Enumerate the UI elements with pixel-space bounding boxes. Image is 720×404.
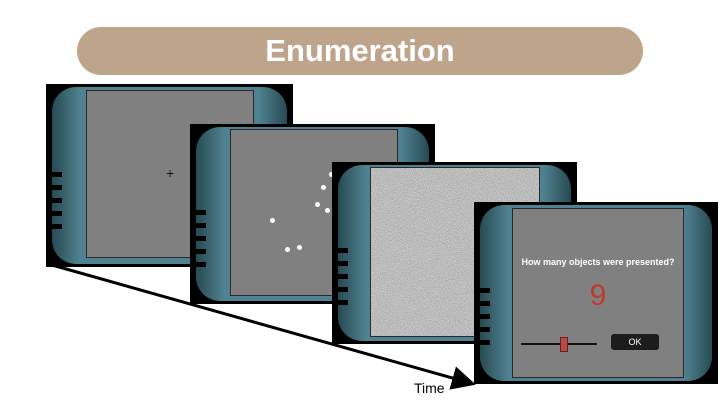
page-title: Enumeration: [265, 33, 455, 68]
stimulus-dot: [297, 245, 302, 250]
device-frame-response: How many objects were presented? 9 OK: [474, 202, 718, 384]
response-answer: 9: [589, 279, 607, 312]
response-slider-thumb[interactable]: [560, 337, 568, 352]
stimulus-dot: [315, 202, 320, 207]
response-slider-track[interactable]: [521, 343, 597, 345]
ok-button[interactable]: OK: [611, 334, 659, 350]
stimulus-dot: [321, 185, 326, 190]
fixation-cross: +: [166, 165, 175, 181]
response-question: How many objects were presented?: [521, 257, 675, 267]
title-banner: Enumeration: [77, 27, 643, 75]
stimulus-dot: [325, 208, 330, 213]
stimulus-dot: [285, 247, 290, 252]
stimulus-dot: [329, 172, 334, 177]
stimulus-dot: [270, 218, 275, 223]
screen-response: How many objects were presented? 9 OK: [512, 208, 684, 378]
ok-button-label: OK: [628, 337, 642, 347]
time-label: Time: [414, 380, 445, 396]
